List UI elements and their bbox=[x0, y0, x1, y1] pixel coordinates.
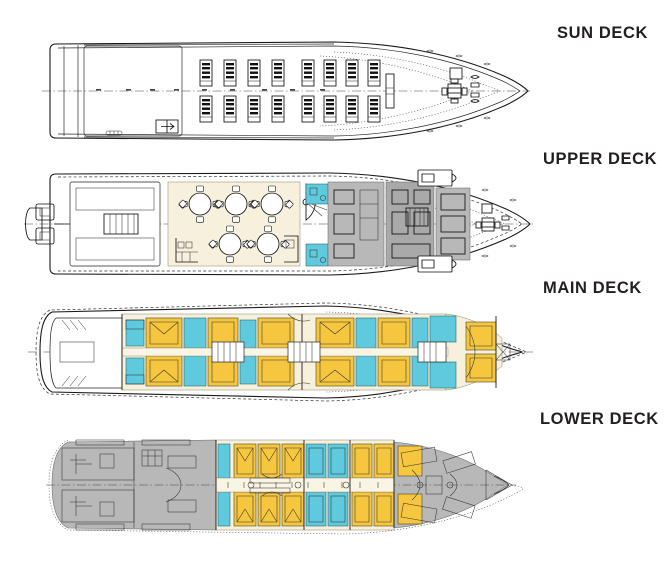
main-deck-stair-aft bbox=[211, 341, 245, 363]
main-deck-cabins-starboard bbox=[125, 353, 497, 389]
upper-deck-service bbox=[385, 181, 435, 267]
deck-label-upper-deck: UPPER DECK bbox=[543, 150, 658, 168]
lower-deck-cabins-starboard bbox=[217, 491, 395, 527]
upper-deck-bridge bbox=[435, 187, 471, 261]
upper-deck-tender-stbd bbox=[417, 255, 457, 273]
upper-deck-tender-port bbox=[417, 169, 457, 187]
upper-deck-galley bbox=[327, 181, 385, 267]
dining-table-group-aft bbox=[208, 225, 290, 263]
main-deck-stair-forward bbox=[287, 341, 321, 363]
upper-deck-forward-cluster bbox=[475, 203, 510, 232]
lower-deck-cabins-port bbox=[217, 443, 395, 479]
main-deck-stair-bow bbox=[417, 341, 447, 363]
upper-deck-aft-stair bbox=[103, 213, 139, 235]
deck-plan-upper-deck bbox=[20, 164, 540, 276]
deck-label-main-deck: MAIN DECK bbox=[543, 279, 642, 297]
deck-label-sun-deck: SUN DECK bbox=[557, 24, 648, 42]
sun-deck-forward-cluster bbox=[441, 67, 480, 104]
lower-deck-cabin-fwd-stbd bbox=[397, 493, 423, 525]
sun-lounger-row-upper bbox=[199, 59, 381, 87]
deck-plan-sun-deck bbox=[34, 32, 534, 150]
deck-plan-lower-deck bbox=[46, 430, 523, 540]
lower-deck-cabin-fwd-port bbox=[397, 445, 423, 477]
dining-table-group-forward bbox=[178, 185, 294, 223]
deck-plan-main-deck bbox=[26, 298, 536, 406]
deck-label-lower-deck: LOWER DECK bbox=[540, 410, 659, 428]
sun-lounger-row-lower bbox=[199, 95, 381, 123]
upper-deck-bar bbox=[175, 238, 198, 263]
